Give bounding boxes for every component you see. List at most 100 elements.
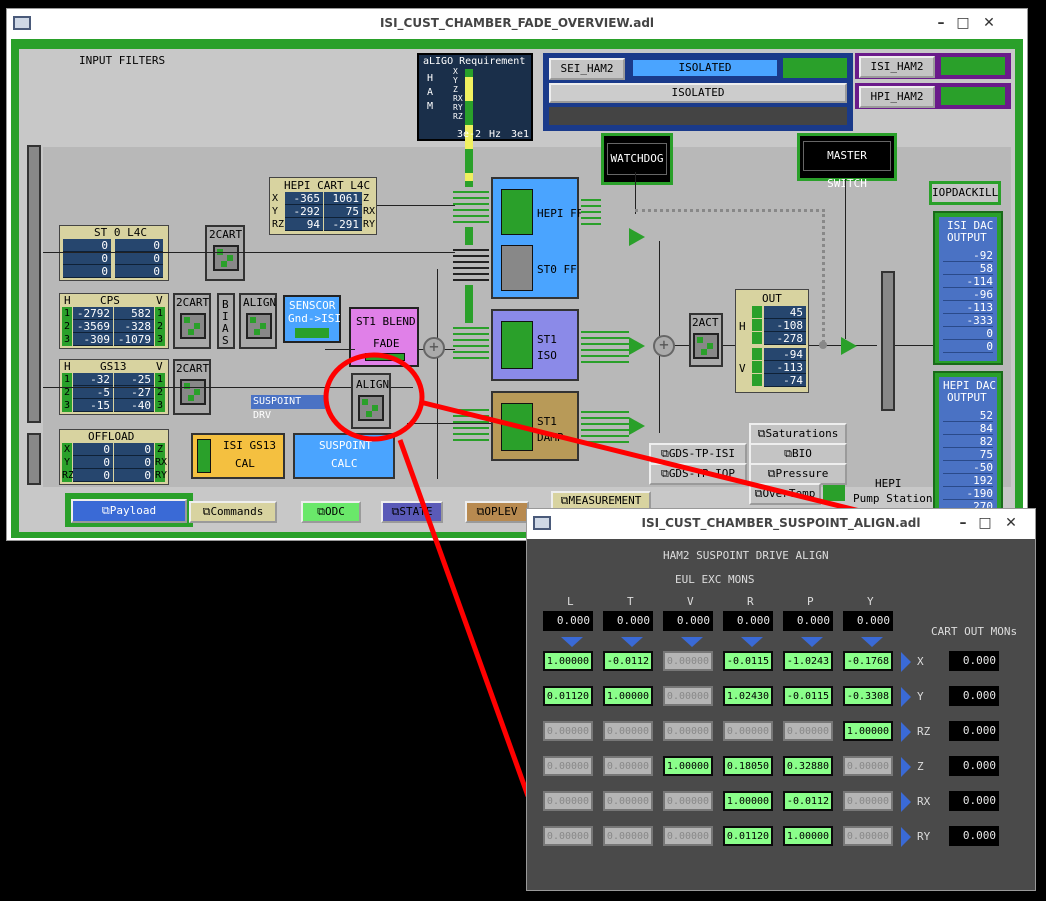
- exc-monitor: 0.000: [543, 611, 593, 631]
- twocart-st0-button[interactable]: 2CART: [205, 225, 245, 281]
- matrix-cell-x-v[interactable]: 0.00000: [663, 651, 713, 671]
- isi-ham2-button[interactable]: ISI_HAM2: [859, 56, 935, 78]
- bio-button[interactable]: ⧉BIO: [749, 443, 847, 465]
- isi-gs13-cal-label: ISI GS13: [223, 439, 276, 452]
- channel-label: 1: [155, 373, 165, 386]
- matrix-cell-rz-l[interactable]: 0.00000: [543, 721, 593, 741]
- saturations-label: Saturations: [765, 427, 839, 440]
- twocart-gs13-button[interactable]: 2CART: [173, 359, 211, 415]
- channel-label: X: [62, 443, 72, 456]
- maximize-button[interactable]: □: [978, 515, 992, 531]
- matrix-cell-x-y[interactable]: -0.1768: [843, 651, 893, 671]
- channel-label: 2: [62, 320, 72, 333]
- hepi-ff-block[interactable]: HEPI FF ST0 FF: [491, 177, 583, 299]
- value-readout: -278: [764, 332, 806, 345]
- wire: [43, 387, 413, 388]
- matrix-cell-ry-p[interactable]: 1.00000: [783, 826, 833, 846]
- matrix-cell-z-l[interactable]: 0.00000: [543, 756, 593, 776]
- aligo-cell: [465, 149, 473, 157]
- sensor-correction-button[interactable]: SENSCOR Gnd->ISI: [283, 295, 341, 343]
- iopdackill-button[interactable]: IOPDACKILL: [929, 181, 1001, 205]
- matrix-cell-y-y[interactable]: -0.3308: [843, 686, 893, 706]
- maximize-button[interactable]: □: [956, 15, 970, 31]
- value-readout: 45: [764, 306, 806, 319]
- suspoint-align-window: ISI_CUST_CHAMBER_SUSPOINT_ALIGN.adl – □ …: [526, 508, 1036, 891]
- twoact-button[interactable]: 2ACT: [689, 313, 723, 367]
- twocart-cps-button[interactable]: 2CART: [173, 293, 211, 349]
- sei-ham2-panel: SEI_HAM2 ISOLATED ISOLATED: [543, 53, 853, 131]
- matrix-cell-ry-y[interactable]: 0.00000: [843, 826, 893, 846]
- matrix-cell-y-p[interactable]: -0.0115: [783, 686, 833, 706]
- matrix-cell-z-y[interactable]: 0.00000: [843, 756, 893, 776]
- odc-button[interactable]: ⧉ODC: [301, 501, 361, 523]
- matrix-cell-z-t[interactable]: 0.00000: [603, 756, 653, 776]
- dac-value: 192: [943, 474, 993, 487]
- minimize-button[interactable]: –: [959, 515, 967, 531]
- matrix-cell-rz-p[interactable]: 0.00000: [783, 721, 833, 741]
- st1-iso-block[interactable]: ST1 ISO: [491, 309, 579, 381]
- matrix-cell-rz-t[interactable]: 0.00000: [603, 721, 653, 741]
- close-button[interactable]: ✕: [983, 15, 995, 31]
- cps-title: CPS: [100, 294, 120, 307]
- out-h: H: [739, 320, 746, 333]
- matrix-cell-rx-t[interactable]: 0.00000: [603, 791, 653, 811]
- matrix-cell-x-p[interactable]: -1.0243: [783, 651, 833, 671]
- value-readout: 0: [115, 252, 163, 265]
- twocart-label: 2CART: [209, 228, 243, 241]
- fade-label: FADE: [373, 337, 400, 350]
- suspoint-align-button[interactable]: ALIGN: [351, 373, 391, 429]
- isolated-select[interactable]: ISOLATED: [549, 83, 847, 103]
- aligo-cell: [465, 309, 473, 317]
- matrix-cell-x-l[interactable]: 1.00000: [543, 651, 593, 671]
- matrix-cell-rz-r[interactable]: 0.00000: [723, 721, 773, 741]
- window-icon: ⧉: [660, 447, 669, 460]
- bias-button[interactable]: BIAS: [217, 293, 235, 349]
- matrix-cell-y-v[interactable]: 0.00000: [663, 686, 713, 706]
- matrix-cell-rx-r[interactable]: 1.00000: [723, 791, 773, 811]
- matrix-cell-z-p[interactable]: 0.32880: [783, 756, 833, 776]
- matrix-cell-z-v[interactable]: 1.00000: [663, 756, 713, 776]
- hpi-ham2-button[interactable]: HPI_HAM2: [859, 86, 935, 108]
- close-button[interactable]: ✕: [1005, 515, 1017, 531]
- st1-damp-block[interactable]: ST1 DAMP: [491, 391, 579, 461]
- watchdog-dotted-path: [635, 209, 825, 343]
- sei-ham2-button[interactable]: SEI_HAM2: [549, 58, 625, 80]
- matrix-cell-x-t[interactable]: -0.0112: [603, 651, 653, 671]
- minimize-button[interactable]: –: [937, 15, 945, 31]
- aligo-title: aLIGO Requirement: [423, 56, 526, 67]
- watchdog-button[interactable]: WATCHDOG: [601, 133, 673, 185]
- suspoint-calc-button[interactable]: SUSPOINT CALC: [293, 433, 395, 479]
- wire: [895, 345, 935, 346]
- matrix-cell-rx-y[interactable]: 0.00000: [843, 791, 893, 811]
- matrix-cell-rz-y[interactable]: 1.00000: [843, 721, 893, 741]
- matrix-cell-rx-l[interactable]: 0.00000: [543, 791, 593, 811]
- align-cps-button[interactable]: ALIGN: [239, 293, 277, 349]
- dac-value: -113: [943, 301, 993, 314]
- payload-button[interactable]: ⧉Payload: [71, 499, 187, 523]
- master-switch-button[interactable]: MASTER SWITCH: [797, 133, 897, 190]
- matrix-cell-y-r[interactable]: 1.02430: [723, 686, 773, 706]
- isi-gs13-cal-button[interactable]: ISI GS13 CAL: [191, 433, 285, 479]
- aligo-cell: [465, 293, 473, 301]
- popup-titlebar[interactable]: ISI_CUST_CHAMBER_SUSPOINT_ALIGN.adl – □ …: [527, 509, 1035, 539]
- cps-v: V: [156, 294, 163, 307]
- matrix-cell-ry-l[interactable]: 0.00000: [543, 826, 593, 846]
- matrix-cell-ry-v[interactable]: 0.00000: [663, 826, 713, 846]
- matrix-cell-y-t[interactable]: 1.00000: [603, 686, 653, 706]
- matrix-cell-rx-v[interactable]: 0.00000: [663, 791, 713, 811]
- matrix-cell-ry-r[interactable]: 0.01120: [723, 826, 773, 846]
- matrix-cell-rz-v[interactable]: 0.00000: [663, 721, 713, 741]
- matrix-cell-z-r[interactable]: 0.18050: [723, 756, 773, 776]
- matrix-cell-rx-p[interactable]: -0.0112: [783, 791, 833, 811]
- matrix-cell-ry-t[interactable]: 0.00000: [603, 826, 653, 846]
- st1-iso-wires: [453, 323, 489, 363]
- exc-monitor: 0.000: [843, 611, 893, 631]
- commands-button[interactable]: ⧉Commands: [189, 501, 277, 523]
- matrix-cell-x-r[interactable]: -0.0115: [723, 651, 773, 671]
- matrix-cell-y-l[interactable]: 0.01120: [543, 686, 593, 706]
- overview-titlebar[interactable]: ISI_CUST_CHAMBER_FADE_OVERVIEW.adl – □ ✕: [7, 9, 1027, 39]
